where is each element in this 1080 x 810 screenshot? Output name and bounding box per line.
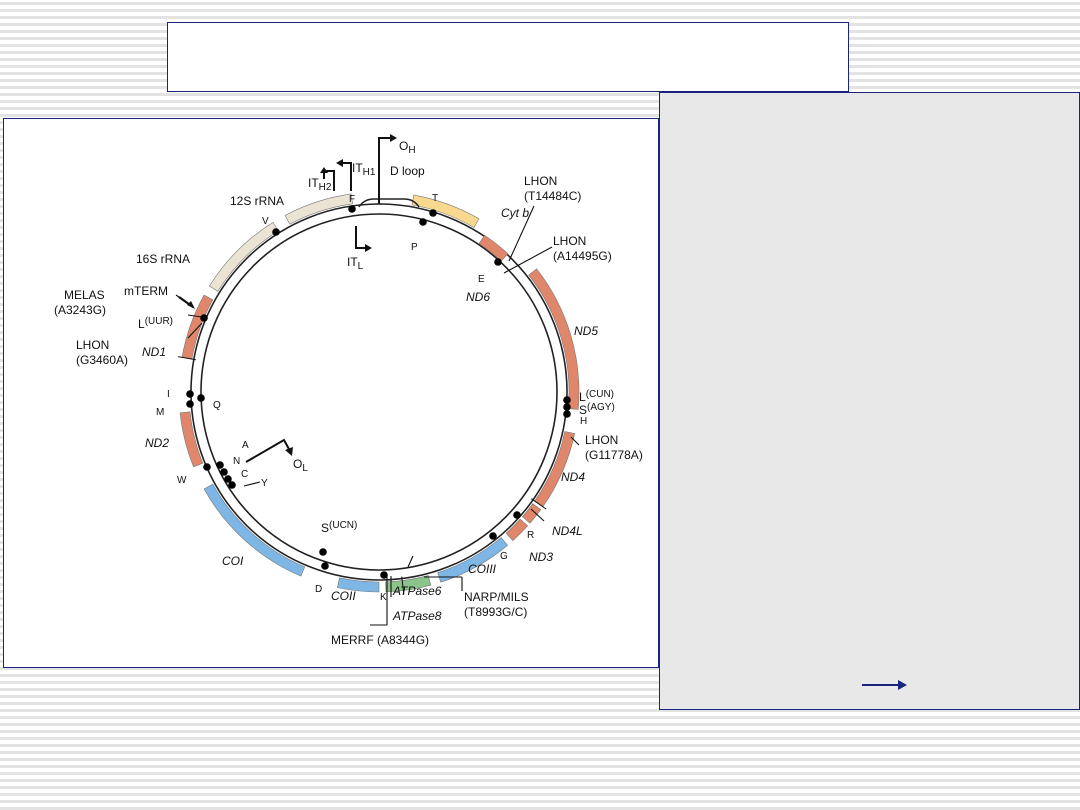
label-trna-a: A (242, 440, 249, 451)
label-nd5: ND5 (574, 324, 598, 338)
label-trna-d: D (315, 584, 322, 595)
label-trna-n: N (233, 456, 240, 467)
label-lhon-3b: (G3460A) (76, 353, 128, 367)
label-lhon-4a: LHON (585, 433, 618, 447)
label-trna-m: M (156, 407, 164, 418)
label-ith2: ITH2 (308, 176, 332, 193)
label-trna-g: G (500, 551, 508, 562)
arc-12s-rrna (284, 193, 353, 225)
label-trna-q: Q (213, 400, 221, 411)
oh-arrow-head (390, 134, 397, 142)
label-trna-r: R (527, 530, 534, 541)
label-trna-e: E (478, 274, 485, 285)
label-narp-b: (T8993G/C) (464, 605, 527, 619)
label-trna-y: Y (261, 478, 268, 489)
arc-coiii (437, 537, 508, 583)
label-lhon-1a: LHON (524, 174, 557, 188)
ith1-arrow-head (336, 159, 343, 167)
arrow-right-icon (862, 680, 907, 690)
label-trna-h: H (580, 416, 587, 427)
label-trna-k: K (380, 592, 387, 603)
label-cyt-b: Cyt b (501, 206, 529, 220)
label-12s-rrna: 12S rRNA (230, 194, 284, 208)
ith2-arrow-head (320, 167, 328, 173)
label-nd4: ND4 (561, 470, 585, 484)
mtdna-map-svg: OH ITH1 D loop ITH2 ITL 12S rRNA 16S rRN… (54, 134, 643, 647)
label-trna-lcun: L(CUN) (579, 389, 614, 404)
label-nd4l: ND4L (552, 524, 583, 538)
label-nd3: ND3 (529, 550, 553, 564)
arc-coii (337, 577, 380, 593)
label-trna-c: C (241, 469, 248, 480)
label-trna-i: I (167, 389, 170, 400)
arc-nd1 (181, 294, 214, 360)
label-ith1: ITH1 (352, 161, 376, 178)
side-panel (659, 92, 1080, 710)
label-atpase6: ATPase6 (392, 584, 442, 598)
arc-atpase (385, 575, 432, 593)
label-16s-rrna: 16S rRNA (136, 252, 190, 266)
arc-16s-rrna (208, 221, 279, 292)
label-melas-a: MELAS (64, 288, 105, 302)
label-lhon-1b: (T14484C) (524, 189, 581, 203)
gene-arcs (178, 193, 580, 595)
title-box (167, 22, 849, 92)
label-nd2: ND2 (145, 436, 169, 450)
label-atpase8: ATPase8 (392, 609, 442, 623)
arc-nd2 (179, 411, 204, 468)
arc-nd4l (521, 503, 542, 524)
label-ol: OL (293, 457, 308, 474)
oh-arrow (378, 137, 394, 204)
label-merrf: MERRF (A8344G) (331, 633, 429, 647)
label-trna-f: F (349, 194, 355, 205)
mterm-arrow-head (187, 301, 195, 309)
ol-arrow (245, 438, 291, 463)
tick-atpase (401, 576, 405, 595)
arc-nd3 (505, 518, 529, 542)
label-trna-t: T (432, 193, 438, 204)
label-itl: ITL (347, 255, 364, 272)
label-coi: COI (222, 554, 244, 568)
arc-coi (203, 483, 306, 577)
label-trna-sucn: S(UCN) (321, 520, 357, 535)
label-lhon-2b: (A14495G) (553, 249, 612, 263)
label-nd6: ND6 (466, 290, 490, 304)
ith1-arrow (340, 162, 352, 191)
label-mterm: mTERM (124, 284, 168, 298)
label-trna-sagy: S(AGY) (579, 402, 615, 417)
itl-arrow (355, 226, 368, 249)
label-coii: COII (331, 589, 356, 603)
arc-cyt-b (411, 194, 480, 228)
label-lhon-3a: LHON (76, 338, 109, 352)
tick-nd1 (178, 356, 196, 361)
label-trna-v: V (262, 216, 269, 227)
label-d-loop: D loop (390, 164, 425, 178)
label-trna-w: W (177, 475, 187, 486)
ith2-arrow (323, 170, 335, 191)
d-loop-bracket (358, 198, 420, 208)
itl-arrow-head (365, 244, 372, 252)
label-coiii: COIII (468, 562, 497, 576)
ol-arrow-head (285, 447, 293, 456)
label-melas-b: (A3243G) (54, 303, 106, 317)
label-trna-p: P (411, 242, 418, 253)
trna-dots (186, 205, 571, 579)
label-nd1: ND1 (142, 345, 166, 359)
inner-strand-circle (200, 213, 558, 571)
outer-strand-circle (190, 203, 568, 581)
label-narp-a: NARP/MILS (464, 590, 529, 604)
label-lhon-2a: LHON (553, 234, 586, 248)
tick-nd4l (531, 498, 547, 510)
label-oh: OH (399, 139, 416, 156)
label-trna-luur: L(UUR) (138, 316, 173, 331)
mtdna-figure-panel: OH ITH1 D loop ITH2 ITL 12S rRNA 16S rRN… (3, 118, 659, 668)
label-lhon-4b: (G11778A) (585, 448, 643, 462)
